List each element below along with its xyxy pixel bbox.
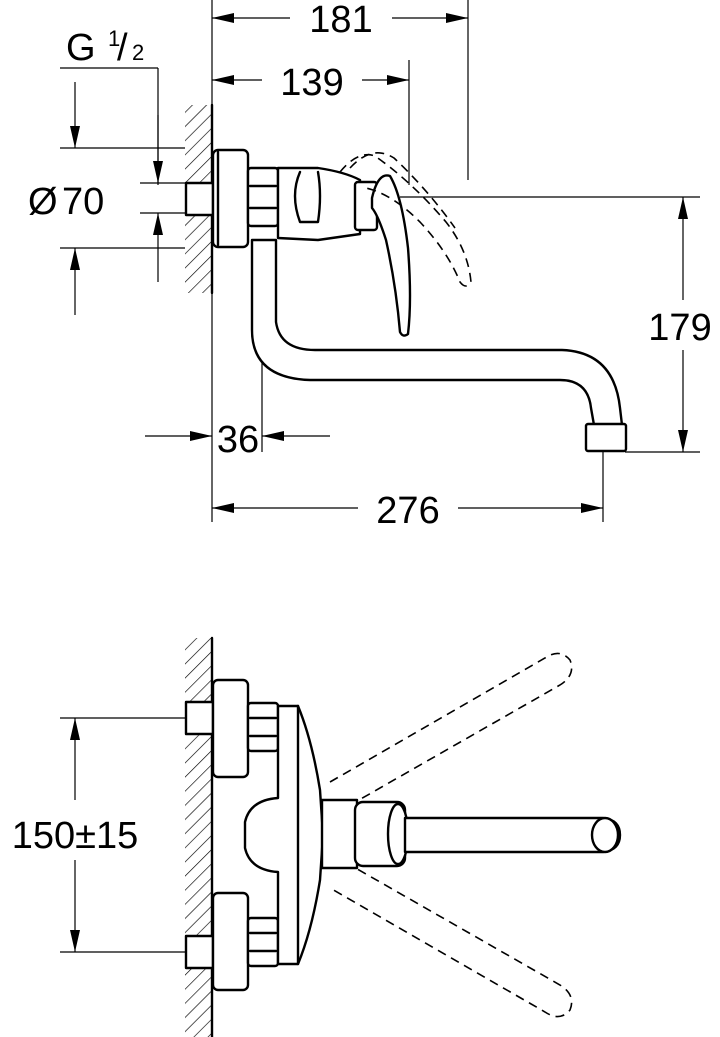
thread-callout: G 1 / 2 [60, 26, 163, 282]
faucet-side [184, 148, 628, 453]
dimension-139: 139 [212, 62, 409, 104]
lever-side [370, 174, 412, 337]
inlet-fitting-lower [184, 934, 215, 970]
wall-section-top [185, 636, 214, 1037]
faucet-top [184, 652, 622, 1018]
thread-numerator: 1 [108, 26, 120, 51]
dimension-276: 276 [212, 490, 603, 532]
dimension-diameter: Ø 70 [28, 82, 104, 315]
dimension-150-label: 150±15 [12, 815, 139, 857]
inlet-fitting [184, 181, 215, 217]
dimension-139-label: 139 [280, 62, 343, 104]
top-view: 150±15 [12, 636, 622, 1037]
union-nut-upper [246, 701, 280, 753]
union-nut-lower [246, 916, 280, 968]
dimension-36: 36 [145, 419, 330, 461]
escutcheon-lower [211, 891, 250, 992]
dimension-179-label: 179 [648, 307, 711, 349]
spout-tube [250, 238, 624, 427]
union-nut-side [246, 166, 280, 228]
escutcheon-upper [211, 678, 250, 779]
dimension-36-label: 36 [217, 419, 259, 461]
dimension-181-label: 181 [309, 0, 372, 41]
lever-side-dashed [339, 153, 472, 287]
thread-prefix: G [66, 27, 96, 69]
spout-top [403, 816, 622, 854]
dimension-150: 150±15 [12, 717, 190, 953]
aerator-top [590, 816, 620, 854]
mixer-body-top [243, 704, 325, 966]
extension-lines-side [60, 0, 700, 522]
spout-swing-upper [329, 652, 573, 809]
dimension-181: 181 [212, 0, 468, 41]
thread-denominator: 2 [132, 40, 144, 65]
inlet-fitting-upper [184, 700, 215, 736]
side-view: 181 139 G 1 / 2 Ø 7 [28, 0, 712, 532]
cartridge-top [320, 798, 359, 870]
diameter-symbol: Ø [28, 181, 58, 223]
spout-swing-lower [329, 861, 573, 1018]
diameter-value: 70 [62, 181, 104, 223]
dimension-179: 179 [648, 197, 712, 452]
dimension-276-label: 276 [376, 490, 439, 532]
aerator [584, 422, 628, 453]
thread-slash: / [117, 27, 128, 69]
